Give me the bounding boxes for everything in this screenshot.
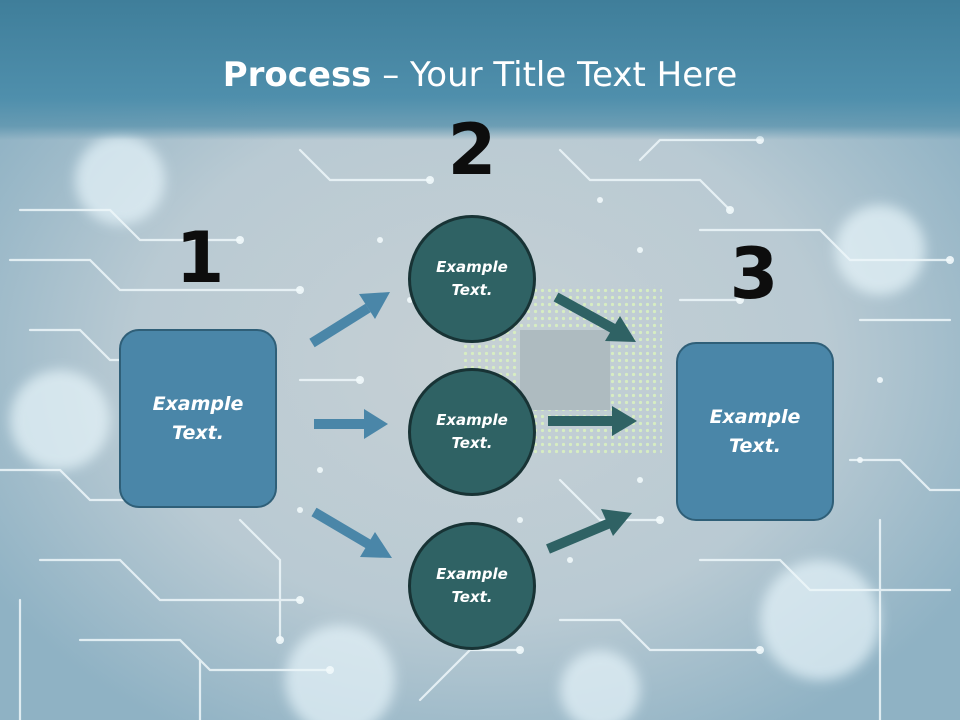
step-number-3: 3 <box>729 233 779 315</box>
step-number-1: 1 <box>175 217 225 299</box>
circle-middle-text: Example Text. <box>436 411 508 452</box>
step-1-box: Example Text. <box>119 329 277 508</box>
title-bold: Process <box>222 55 372 95</box>
title-rest: – Your Title Text Here <box>371 55 738 95</box>
title-banner <box>0 0 960 140</box>
step-2-circle-bottom: Example Text. <box>408 522 536 650</box>
step-2-circle-middle: Example Text. <box>408 368 536 496</box>
step-1-text: Example Text. <box>152 392 244 444</box>
step-3-text: Example Text. <box>709 405 801 457</box>
step-3-box: Example Text. <box>676 342 834 521</box>
step-number-2: 2 <box>447 109 497 191</box>
page-title: Process – Your Title Text Here <box>0 52 960 98</box>
step-2-circle-top: Example Text. <box>408 215 536 343</box>
circle-top-text: Example Text. <box>436 258 508 299</box>
circle-bottom-text: Example Text. <box>436 565 508 606</box>
